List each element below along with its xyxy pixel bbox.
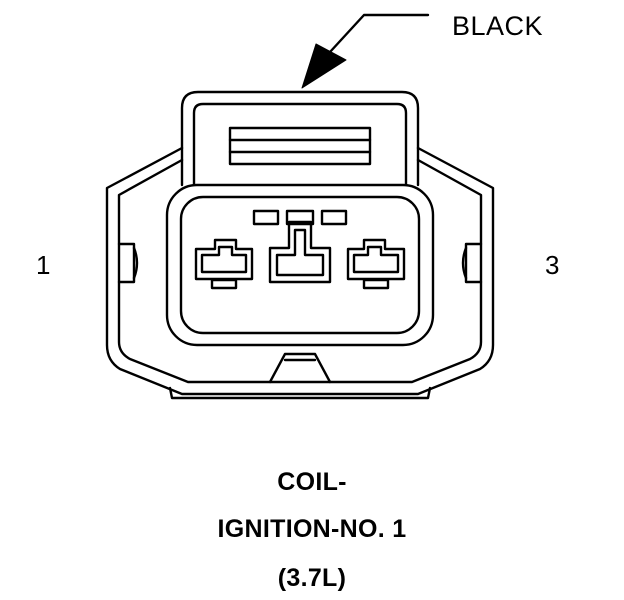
mating-face-inner	[179, 195, 421, 335]
caption-line-2: IGNITION-NO. 1	[217, 515, 407, 543]
connector-latch	[180, 90, 420, 187]
pin-cavity-1	[194, 238, 254, 290]
pin-number-1-label: 1	[36, 250, 51, 280]
mating-face-outer	[165, 183, 435, 347]
side-tab-left	[117, 242, 139, 284]
leader-arrow	[301, 13, 430, 89]
connector-body-inner	[117, 158, 483, 384]
pin-cavity-2	[268, 220, 332, 284]
key-slot-left	[252, 209, 280, 226]
connector-bottom-lip	[168, 386, 432, 400]
key-slot-center	[285, 209, 315, 226]
key-slot-right	[320, 209, 348, 226]
pin-number-3-label: 3	[545, 250, 560, 280]
connector-body-outer	[105, 146, 495, 396]
pin-cavity-3	[346, 238, 406, 290]
wire-color-label: BLACK	[452, 11, 544, 41]
caption-line-1: COIL-	[277, 468, 347, 496]
caption-line-3: (3.7L)	[277, 564, 347, 592]
bottom-key	[268, 352, 332, 384]
side-tab-right	[461, 242, 483, 284]
